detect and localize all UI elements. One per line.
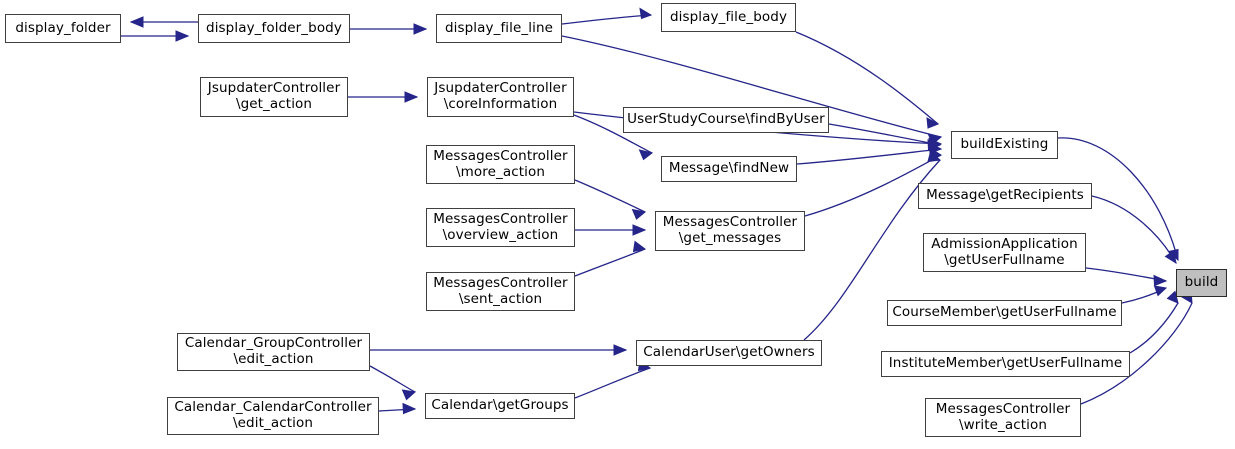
graph-node-admission_fullname[interactable]: AdmissionApplication \getUserFullname (923, 233, 1086, 272)
graph-node-display_folder_body[interactable]: display_folder_body (198, 14, 350, 43)
graph-node-mc_overview_action[interactable]: MessagesController \overview_action (426, 208, 575, 247)
arrowhead-icon (639, 7, 653, 20)
arrowhead-icon (1164, 250, 1177, 265)
arrowhead-icon (638, 149, 654, 161)
edge-mc_sent_action-to-mc_get_messages (574, 248, 646, 277)
arrowhead-icon (1153, 285, 1168, 297)
edge-usc_findbyuser-to-build_existing (828, 123, 941, 146)
arrowhead-icon (632, 224, 647, 236)
arrowhead-icon (402, 402, 417, 415)
arrowhead-icon (413, 23, 428, 35)
edge-cal_group_edit-to-cal_getgroups (369, 365, 416, 393)
graph-node-cal_cal_edit[interactable]: Calendar_CalendarController \edit_action (167, 397, 379, 435)
graph-node-caluser_getowners[interactable]: CalendarUser\getOwners (636, 340, 822, 366)
edge-display_file_body-to-build_existing (795, 31, 939, 125)
arrowhead-icon (927, 151, 942, 163)
edge-msg_findnew-to-build_existing (796, 148, 942, 165)
arrowhead-icon (1166, 290, 1179, 304)
graph-node-jsup_core[interactable]: JsupdaterController \coreInformation (427, 77, 574, 117)
graph-node-mc_write_action[interactable]: MessagesController \write_action (925, 398, 1081, 437)
graph-node-build[interactable]: build (1176, 269, 1227, 297)
graph-node-jsup_get_action[interactable]: JsupdaterController \get_action (200, 77, 348, 117)
graph-node-msg_getrecipients[interactable]: Message\getRecipients (918, 183, 1092, 209)
arrowhead-icon (926, 117, 940, 129)
edge-msg_getrecipients-to-build (1091, 195, 1177, 264)
graph-node-mc_get_messages[interactable]: MessagesController \get_messages (655, 211, 805, 251)
edge-institutemember_fullname-to-build (1129, 302, 1179, 354)
graph-node-msg_findnew[interactable]: Message\findNew (661, 156, 797, 182)
arrowhead-icon (404, 91, 419, 103)
graph-node-institutemember_fullname[interactable]: InstituteMember\getUserFullname (881, 351, 1130, 377)
arrowhead-icon (1153, 274, 1168, 287)
edge-cal_getgroups-to-caluser_getowners (574, 367, 651, 399)
edge-mc_write_action-to-build (1080, 302, 1193, 405)
graph-node-cal_getgroups[interactable]: Calendar\getGroups (425, 393, 575, 419)
arrowhead-icon (175, 30, 190, 42)
graph-node-display_folder[interactable]: display_folder (5, 14, 121, 43)
arrowhead-icon (632, 240, 647, 253)
graph-node-display_file_body[interactable]: display_file_body (661, 3, 796, 32)
graph-node-display_file_line[interactable]: display_file_line (436, 14, 562, 43)
graph-node-mc_more_action[interactable]: MessagesController \more_action (426, 145, 575, 184)
graph-node-build_existing[interactable]: buildExisting (951, 131, 1058, 159)
arrowhead-icon (631, 208, 647, 220)
arrowhead-icon (401, 389, 417, 401)
edge-jsup_core-to-msg_findnew (573, 114, 653, 154)
edge-build_existing-to-build (1057, 137, 1179, 261)
arrowhead-icon (613, 344, 628, 356)
edge-display_file_line-to-display_file_body (561, 14, 652, 25)
edge-mc_more_action-to-mc_get_messages (574, 179, 646, 213)
edge-display_file_line-to-build_existing (561, 35, 942, 138)
graph-node-coursemember_fullname[interactable]: CourseMember\getUserFullname (887, 300, 1122, 326)
graph-node-usc_findbyuser[interactable]: UserStudyCourse\findByUser (623, 107, 829, 133)
arrowhead-icon (129, 16, 144, 28)
graph-node-cal_group_edit[interactable]: Calendar_GroupController \edit_action (177, 333, 370, 371)
graph-node-mc_sent_action[interactable]: MessagesController \sent_action (426, 272, 575, 311)
